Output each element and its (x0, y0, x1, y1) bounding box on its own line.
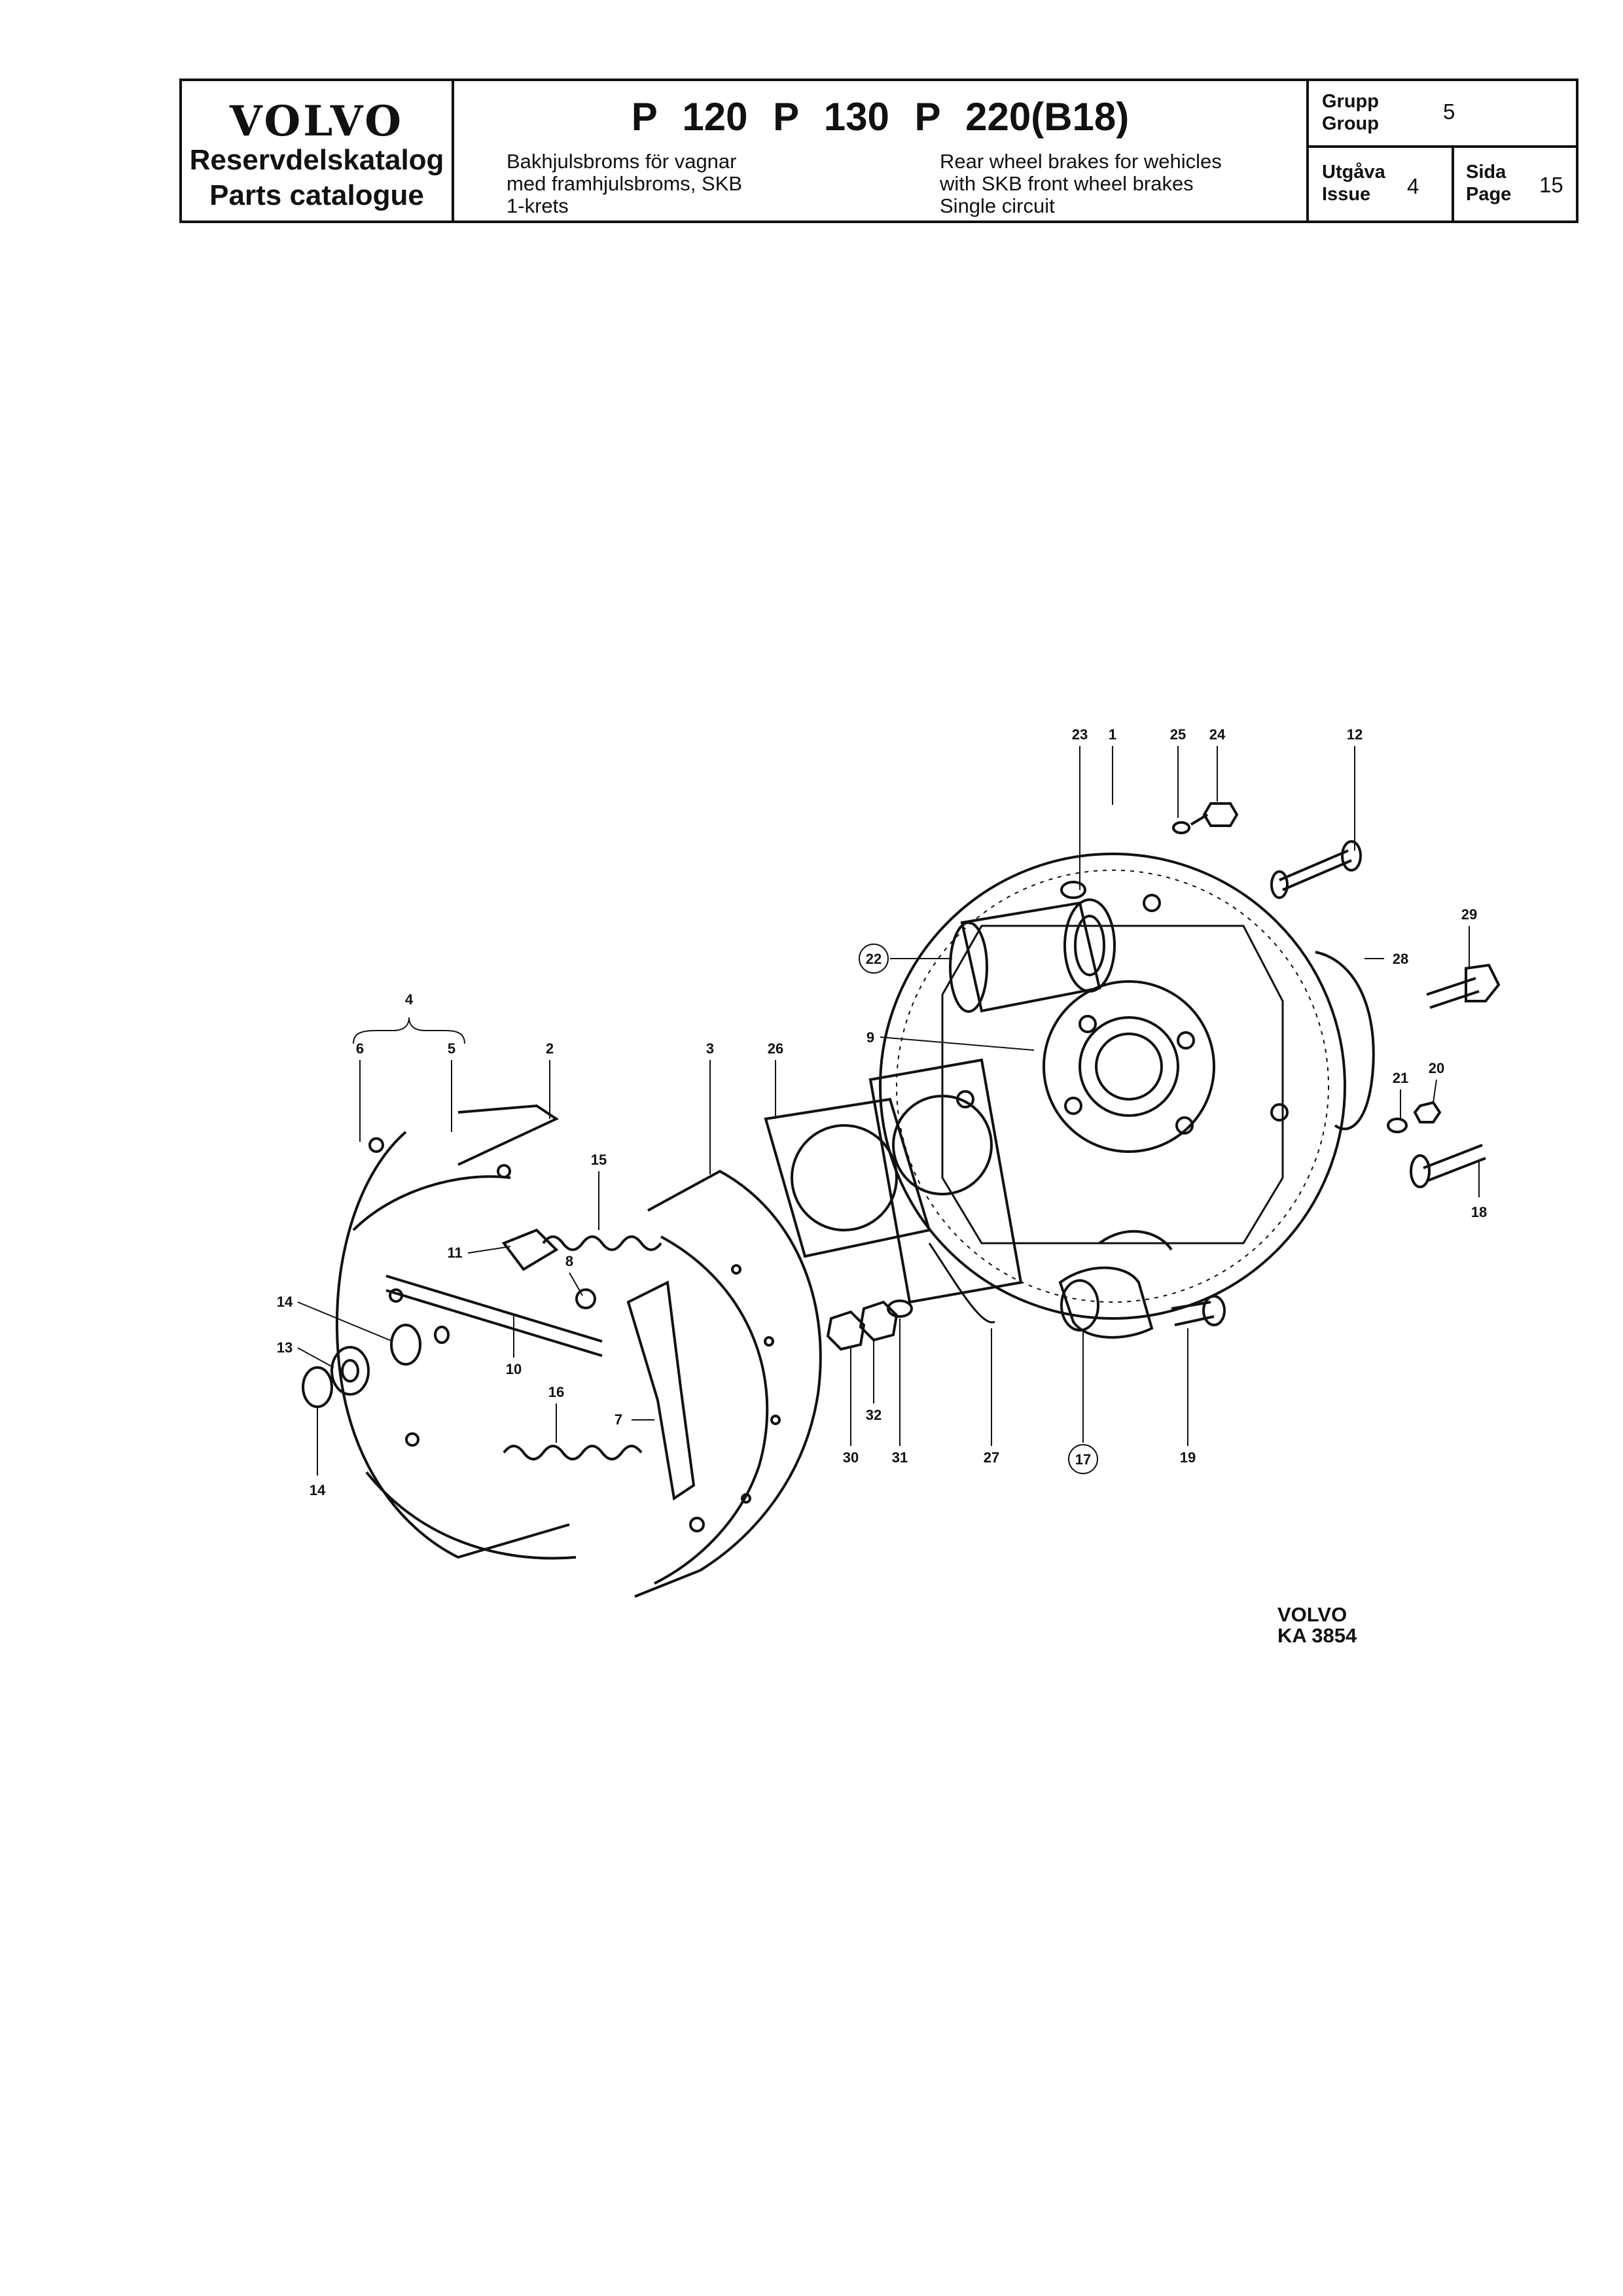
meta-cell: Grupp Group 5 Utgåva Issue 4 Sida Page 1… (1309, 81, 1576, 223)
callout-number: 31 (892, 1449, 908, 1466)
catalog-title-sv: Reservdelskatalog (189, 144, 444, 176)
bolt-drawings (1172, 802, 1501, 1188)
callout-number: 7 (615, 1411, 622, 1428)
page-field: Sida Page 15 (1454, 148, 1576, 223)
callout-number: 4 (405, 991, 414, 1008)
description-en: Rear wheel brakes for wehicles with SKB … (940, 150, 1222, 217)
drawing-stamp: VOLVO KA 3854 (1277, 1604, 1357, 1646)
page-label: Sida Page (1466, 161, 1511, 205)
callout-number: 18 (1471, 1204, 1487, 1220)
callout-number: 1 (1109, 726, 1116, 743)
group-value: 5 (1443, 99, 1455, 124)
group-field: Grupp Group 5 (1309, 81, 1576, 148)
nut-drawings (826, 1299, 913, 1351)
callout-number: 30 (843, 1449, 859, 1466)
issue-label-sv: Utgåva (1322, 162, 1385, 183)
callout-number: 8 (565, 1253, 573, 1269)
adjuster-drawing (1058, 1229, 1226, 1339)
description-sv-line: 1-krets (507, 194, 569, 217)
description-en-line: Rear wheel brakes for wehicles (940, 150, 1222, 173)
callout-number: 14 (277, 1294, 293, 1310)
callout-number: 12 (1347, 726, 1363, 743)
washer-drawings (302, 1137, 450, 1408)
group-label: Grupp Group (1322, 90, 1379, 135)
callout-number: 19 (1180, 1449, 1196, 1466)
description-sv: Bakhjulsbroms för vagnar med framhjulsbr… (507, 150, 742, 217)
backing-plate-drawing (879, 853, 1375, 1320)
brake-shoe-drawing (634, 1169, 822, 1598)
stamp-brand: VOLVO (1277, 1603, 1347, 1626)
callout-brace (353, 1017, 465, 1044)
page-label-en: Page (1466, 184, 1512, 205)
callout-number: 6 (356, 1040, 364, 1057)
callout-number: 29 (1461, 906, 1477, 923)
header-box: VOLVO Reservdelskatalog Parts catalogue … (179, 79, 1578, 223)
callout-number: 13 (277, 1339, 293, 1356)
issue-label-en: Issue (1322, 184, 1371, 205)
gasket-drawings (764, 1058, 1023, 1324)
model-list: P 120 P 130 P 220(B18) (631, 95, 1130, 139)
group-label-en: Group (1322, 113, 1379, 134)
callout-number: 10 (506, 1361, 522, 1377)
volvo-logo: VOLVO (230, 97, 404, 146)
page-value: 15 (1539, 173, 1563, 197)
callout-number: 21 (1393, 1070, 1408, 1086)
lever-spring-drawing (385, 1228, 696, 1501)
callout-number: 25 (1170, 726, 1186, 743)
issue-value: 4 (1407, 174, 1419, 198)
callout-number: 3 (706, 1040, 714, 1057)
callout-number: 24 (1209, 726, 1226, 743)
callout-number: 17 (1075, 1451, 1091, 1468)
callout-number: 22 (866, 951, 882, 967)
callout-circle-17 (1068, 1444, 1098, 1474)
issue-field: Utgåva Issue 4 (1309, 148, 1454, 223)
callout-number: 32 (866, 1407, 882, 1423)
description-sv-line: med framhjulsbroms, SKB (507, 172, 743, 195)
callout-number: 23 (1072, 726, 1088, 743)
callout-number: 16 (548, 1384, 564, 1400)
callout-number: 15 (591, 1152, 607, 1168)
issue-label: Utgåva Issue (1322, 161, 1385, 205)
catalog-title-en: Parts catalogue (209, 179, 424, 211)
brand-cell: VOLVO Reservdelskatalog Parts catalogue (182, 81, 454, 221)
page-label-sv: Sida (1466, 162, 1507, 183)
drum-cover-drawing (335, 1104, 577, 1560)
description-en-line: Single circuit (940, 194, 1055, 217)
callout-number: 2 (546, 1040, 554, 1057)
callout-number: 28 (1393, 951, 1408, 967)
callout-number: 11 (447, 1245, 462, 1261)
issue-page-row: Utgåva Issue 4 Sida Page 15 (1309, 148, 1576, 223)
callout-number: 14 (310, 1482, 326, 1498)
callout-number: 20 (1429, 1060, 1444, 1076)
model-cell: P 120 P 130 P 220(B18) Bakhjulsbroms för… (454, 81, 1309, 221)
callout-number: 9 (866, 1029, 874, 1046)
description-en-line: with SKB front wheel brakes (940, 172, 1194, 195)
callout-number: 26 (768, 1040, 783, 1057)
stamp-code: KA 3854 (1277, 1624, 1357, 1647)
callout-circle-22 (859, 944, 889, 974)
wheel-cylinder-drawing (949, 881, 1116, 1013)
description-sv-line: Bakhjulsbroms för vagnar (507, 150, 737, 173)
callout-leaders (297, 746, 1480, 1475)
group-label-sv: Grupp (1322, 91, 1379, 112)
callout-number: 5 (448, 1040, 455, 1057)
callout-number: 27 (984, 1449, 999, 1466)
